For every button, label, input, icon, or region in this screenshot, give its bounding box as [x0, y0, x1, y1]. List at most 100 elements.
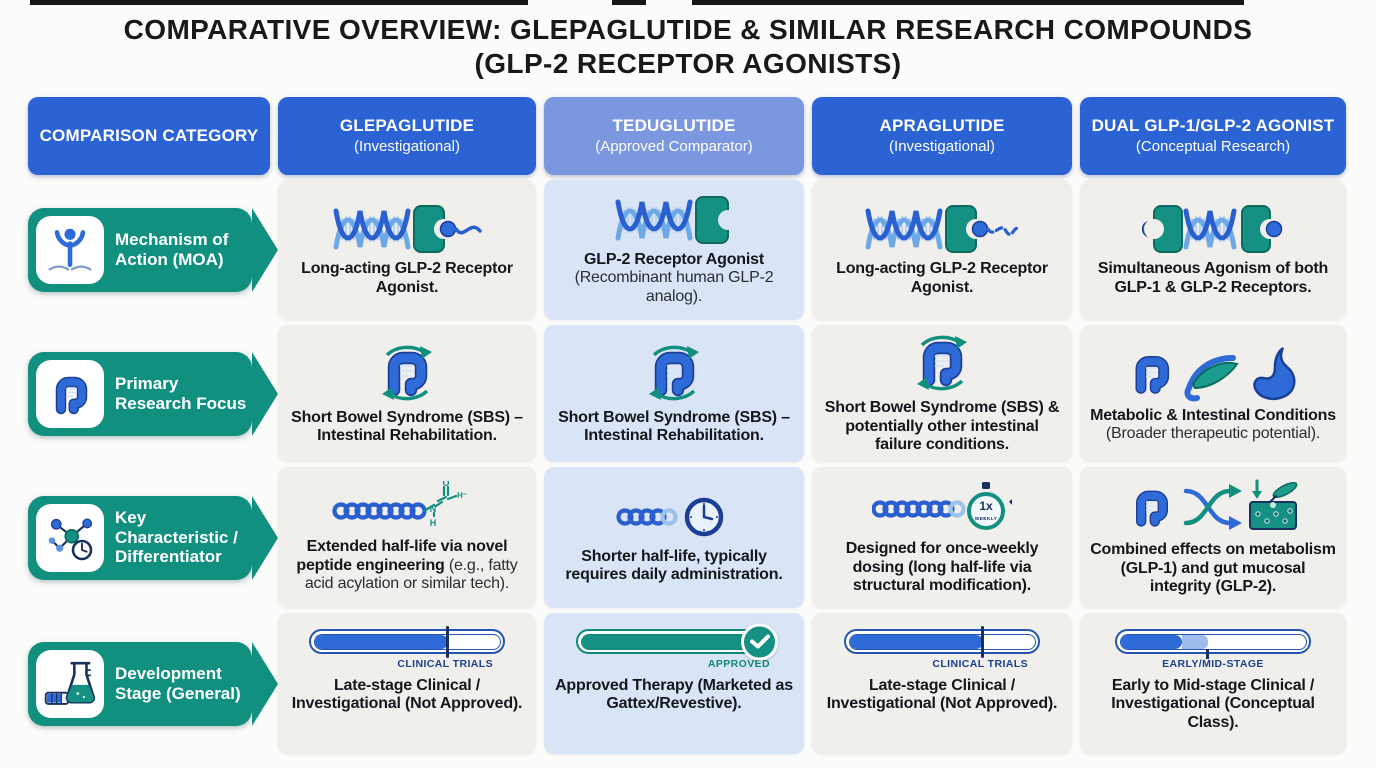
- cell-text: Shorter half-life, typically requires da…: [565, 547, 783, 583]
- dna-receptor-icon: [614, 194, 734, 246]
- cell-moa-glepaglutide: Long-acting GLP-2 Receptor Agonist.: [278, 180, 536, 320]
- progress-label: CLINICAL TRIALS: [397, 658, 493, 670]
- cell-dev-dual: EARLY/MID-STAGE Early to Mid-stage Clini…: [1080, 613, 1346, 754]
- top-crop-artifact: [612, 0, 646, 5]
- svg-text:H: H: [430, 518, 437, 528]
- column-header-apraglutide: APRAGLUTIDE (Investigational): [812, 97, 1072, 175]
- cell-text: Combined effects on metabolism (GLP-1) a…: [1090, 541, 1336, 596]
- cell-text: Late-stage Clinical / Investigational (N…: [291, 677, 523, 713]
- cell-moa-apraglutide: Long-acting GLP-2 Receptor Agonist.: [812, 180, 1072, 320]
- category-pill: Key Characteristic / Differentiator: [28, 495, 278, 580]
- early-progress-bar: EARLY/MID-STAGE: [1115, 629, 1311, 670]
- svg-text:1x: 1x: [979, 499, 993, 513]
- column-header-sublabel: (Investigational): [354, 138, 460, 156]
- clinical-progress-bar: CLINICAL TRIALS: [844, 625, 1040, 670]
- intestine-recycle-icon: [642, 342, 706, 404]
- cell-text: Approved Therapy (Marketed as Gattex/Rev…: [555, 677, 793, 713]
- receptor-person-icon: [36, 216, 104, 284]
- svg-text:H⁻: H⁻: [457, 491, 467, 500]
- dna-receptor-tail-icon: [332, 203, 482, 255]
- cell-text: Simultaneous Agonism of both GLP-1 & GLP…: [1097, 260, 1329, 296]
- cell-text: GLP-2 Receptor Agonist (Recombinant huma…: [574, 250, 774, 305]
- progress-label: EARLY/MID-STAGE: [1162, 658, 1264, 670]
- cell-text: Long-acting GLP-2 Receptor Agonist.: [301, 260, 513, 296]
- column-header-sublabel: (Approved Comparator): [595, 138, 753, 156]
- cell-text: Early to Mid-stage Clinical / Investigat…: [1111, 677, 1315, 731]
- category-label: Development Stage (General): [115, 663, 241, 703]
- cell-focus-teduglutide: Short Bowel Syndrome (SBS) – Intestinal …: [544, 325, 804, 462]
- column-header-category: COMPARISON CATEGORY: [28, 97, 270, 175]
- approved-progress-bar: APPROVED: [576, 623, 778, 670]
- category-pill: Primary Research Focus: [28, 351, 278, 436]
- flask-progress-icon: [36, 649, 104, 718]
- column-header-sublabel: (Conceptual Research): [1135, 138, 1291, 156]
- svg-text:N: N: [430, 504, 437, 514]
- cell-text: Metabolic & Intestinal Conditions (Broad…: [1090, 406, 1336, 442]
- column-header-sublabel: (Investigational): [889, 138, 995, 156]
- progress-tick: [980, 625, 984, 658]
- category-key-characteristic: Key Characteristic / Differentiator: [28, 467, 278, 608]
- cell-text: Short Bowel Syndrome (SBS) – Intestinal …: [558, 408, 790, 444]
- category-label: Key Characteristic / Differentiator: [115, 508, 238, 567]
- cell-key-apraglutide: 1x WEEKLY Designed for once-weekly dosin…: [812, 467, 1072, 608]
- cell-dev-teduglutide: APPROVED Approved Therapy (Marketed as G…: [544, 613, 804, 754]
- intestine-recycle-icon: [910, 332, 974, 394]
- cell-text: Short Bowel Syndrome (SBS) & potentially…: [824, 399, 1060, 454]
- clinical-progress-bar: CLINICAL TRIALS: [309, 625, 505, 670]
- progress-label: CLINICAL TRIALS: [932, 658, 1028, 670]
- column-header-label: COMPARISON CATEGORY: [39, 125, 259, 145]
- column-header-label: DUAL GLP-1/GLP-2 AGONIST: [1091, 115, 1335, 135]
- column-header-dual-agonist: DUAL GLP-1/GLP-2 AGONIST (Conceptual Res…: [1080, 97, 1346, 175]
- cell-key-glepaglutide: O H⁻ N H Extended half-life via novel pe…: [278, 467, 536, 608]
- cell-focus-apraglutide: Short Bowel Syndrome (SBS) & potentially…: [812, 325, 1072, 462]
- cell-dev-glepaglutide: CLINICAL TRIALS Late-stage Clinical / In…: [278, 613, 536, 754]
- intestine-recycle-icon: [375, 342, 439, 404]
- category-pill: Mechanism of Action (MOA): [28, 208, 278, 292]
- column-header-label: TEDUGLUTIDE: [612, 115, 736, 135]
- column-header-label: GLEPAGLUTIDE: [339, 115, 475, 135]
- svg-text:O: O: [442, 481, 449, 488]
- category-development-stage: Development Stage (General): [28, 613, 278, 754]
- column-header-teduglutide: TEDUGLUTIDE (Approved Comparator): [544, 97, 804, 175]
- progress-label: APPROVED: [707, 658, 770, 670]
- cell-text: Long-acting GLP-2 Receptor Agonist.: [836, 260, 1048, 296]
- cell-text: Extended half-life via novel peptide eng…: [296, 538, 518, 593]
- top-crop-artifact: [30, 0, 528, 5]
- intestine-pancreas-stomach-icon: [1123, 344, 1303, 402]
- category-research-focus: Primary Research Focus: [28, 325, 278, 462]
- column-header-label: APRAGLUTIDE: [879, 115, 1005, 135]
- cell-text: Short Bowel Syndrome (SBS) – Intestinal …: [291, 408, 523, 444]
- dna-receptor-dotted-tail-icon: [864, 203, 1020, 255]
- category-label: Mechanism of Action (MOA): [115, 230, 229, 269]
- checkmark-icon: [741, 623, 778, 660]
- cell-focus-dual: Metabolic & Intestinal Conditions (Broad…: [1080, 325, 1346, 462]
- category-moa: Mechanism of Action (MOA): [28, 180, 278, 320]
- peptide-stopwatch-icon: 1x WEEKLY: [872, 479, 1012, 535]
- top-crop-artifact: [692, 0, 1244, 5]
- cell-text: Late-stage Clinical / Investigational (N…: [826, 677, 1058, 713]
- cell-moa-teduglutide: GLP-2 Receptor Agonist (Recombinant huma…: [544, 180, 804, 320]
- light-progress-segment: [1181, 634, 1209, 659]
- molecule-clock-icon: [36, 503, 104, 572]
- peptide-chain-chemistry-icon: O H⁻ N H: [332, 481, 482, 533]
- column-header-glepaglutide: GLEPAGLUTIDE (Investigational): [278, 97, 536, 175]
- cell-key-dual: Combined effects on metabolism (GLP-1) a…: [1080, 467, 1346, 608]
- page-title-line1: COMPARATIVE OVERVIEW: GLEPAGLUTIDE & SIM…: [123, 14, 1253, 45]
- cell-text: Designed for once-weekly dosing (long ha…: [845, 540, 1039, 595]
- cell-dev-apraglutide: CLINICAL TRIALS Late-stage Clinical / In…: [812, 613, 1072, 754]
- category-label: Primary Research Focus: [115, 373, 247, 413]
- progress-tick: [445, 625, 449, 658]
- progress-tick: [1206, 648, 1209, 659]
- intestine-icon: [36, 359, 104, 428]
- comparison-table: COMPARISON CATEGORY GLEPAGLUTIDE (Invest…: [28, 97, 1346, 754]
- cell-focus-glepaglutide: Short Bowel Syndrome (SBS) – Intestinal …: [278, 325, 536, 462]
- cell-moa-dual: Simultaneous Agonism of both GLP-1 & GLP…: [1080, 180, 1346, 320]
- cell-key-teduglutide: Shorter half-life, typically requires da…: [544, 467, 804, 608]
- dual-receptor-dna-icon: [1142, 203, 1284, 255]
- category-pill: Development Stage (General): [28, 641, 278, 726]
- svg-text:WEEKLY: WEEKLY: [975, 516, 998, 522]
- page-title-line2: (GLP-2 RECEPTOR AGONISTS): [474, 47, 902, 79]
- gut-crossover-mucosa-icon: [1124, 478, 1302, 536]
- page-title: COMPARATIVE OVERVIEW: GLEPAGLUTIDE & SIM…: [0, 13, 1376, 80]
- peptide-clock-icon: [616, 491, 732, 543]
